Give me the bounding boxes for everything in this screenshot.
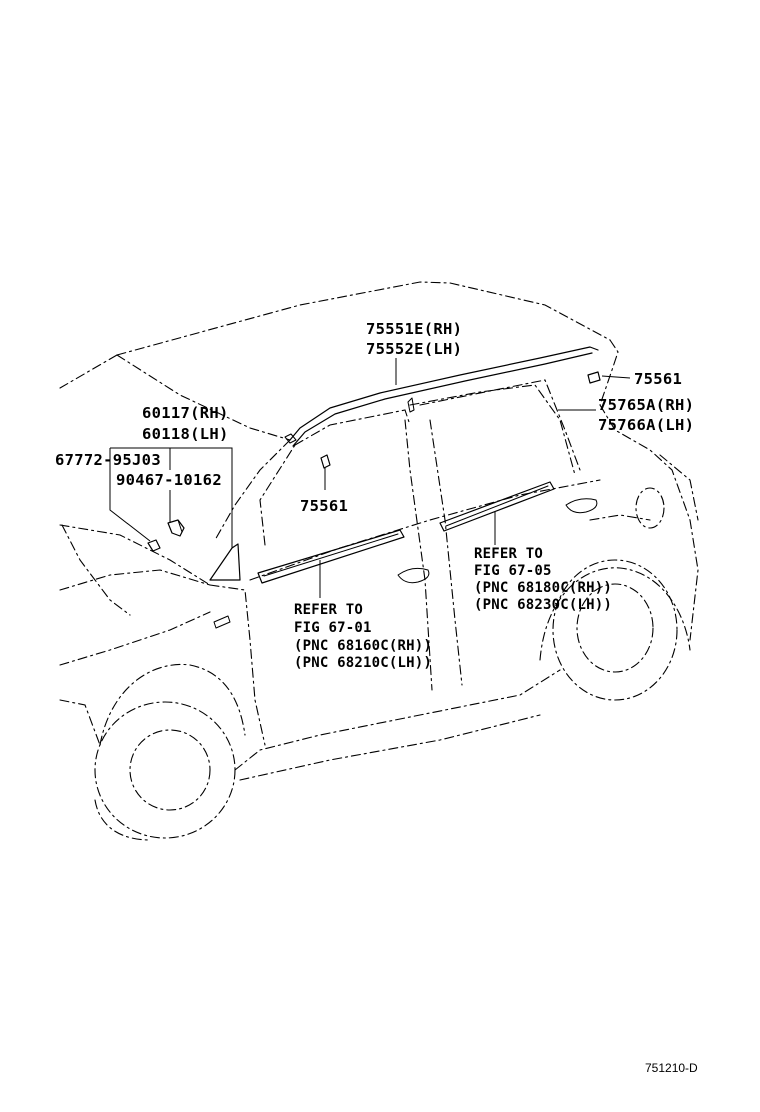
label-75765a: 75765A(RH) xyxy=(598,396,694,414)
ref-front-line4: (PNC 68210C(LH)) xyxy=(294,655,432,671)
label-75561-rear: 75561 xyxy=(634,370,682,388)
label-67772: 67772-95J03 xyxy=(55,451,161,469)
fastener-90467 xyxy=(167,519,185,537)
label-75551e: 75551E(RH) xyxy=(366,320,462,338)
label-60118: 60118(LH) xyxy=(142,425,229,443)
reference-rear-door: REFER TO FIG 67-05 (PNC 68180C(RH)) (PNC… xyxy=(474,546,612,613)
vehicle-outline xyxy=(59,281,699,841)
ref-front-line2: FIG 67-01 xyxy=(294,620,372,636)
label-75766a: 75766A(LH) xyxy=(598,416,694,434)
leader-lines xyxy=(109,358,631,598)
upper-roof-moulding xyxy=(284,346,599,447)
front-door-belt-moulding xyxy=(257,529,405,584)
front-pillar-garnish xyxy=(209,543,241,581)
reference-front-door: REFER TO FIG 67-01 (PNC 68160C(RH)) (PNC… xyxy=(294,602,432,671)
ref-front-line3: (PNC 68160C(RH)) xyxy=(294,638,432,654)
front-clip xyxy=(320,454,331,469)
ref-rear-line2: FIG 67-05 xyxy=(474,563,552,579)
rear-door-belt-moulding xyxy=(439,481,555,532)
screw-67772 xyxy=(147,539,161,552)
label-75561-front: 75561 xyxy=(300,497,348,515)
callout-labels: 75551E(RH) 75552E(LH) 75561 75765A(RH) 7… xyxy=(55,320,694,515)
ref-rear-line1: REFER TO xyxy=(474,546,543,562)
label-60117: 60117(RH) xyxy=(142,404,229,422)
rear-clip xyxy=(587,371,601,384)
figure-code: 751210-D xyxy=(645,1061,698,1075)
ref-front-line1: REFER TO xyxy=(294,602,363,618)
ref-rear-line3: (PNC 68180C(RH)) xyxy=(474,580,612,596)
label-75552e: 75552E(LH) xyxy=(366,340,462,358)
ref-rear-line4: (PNC 68230C(LH)) xyxy=(474,597,612,613)
label-90467: 90467-10162 xyxy=(116,471,222,489)
